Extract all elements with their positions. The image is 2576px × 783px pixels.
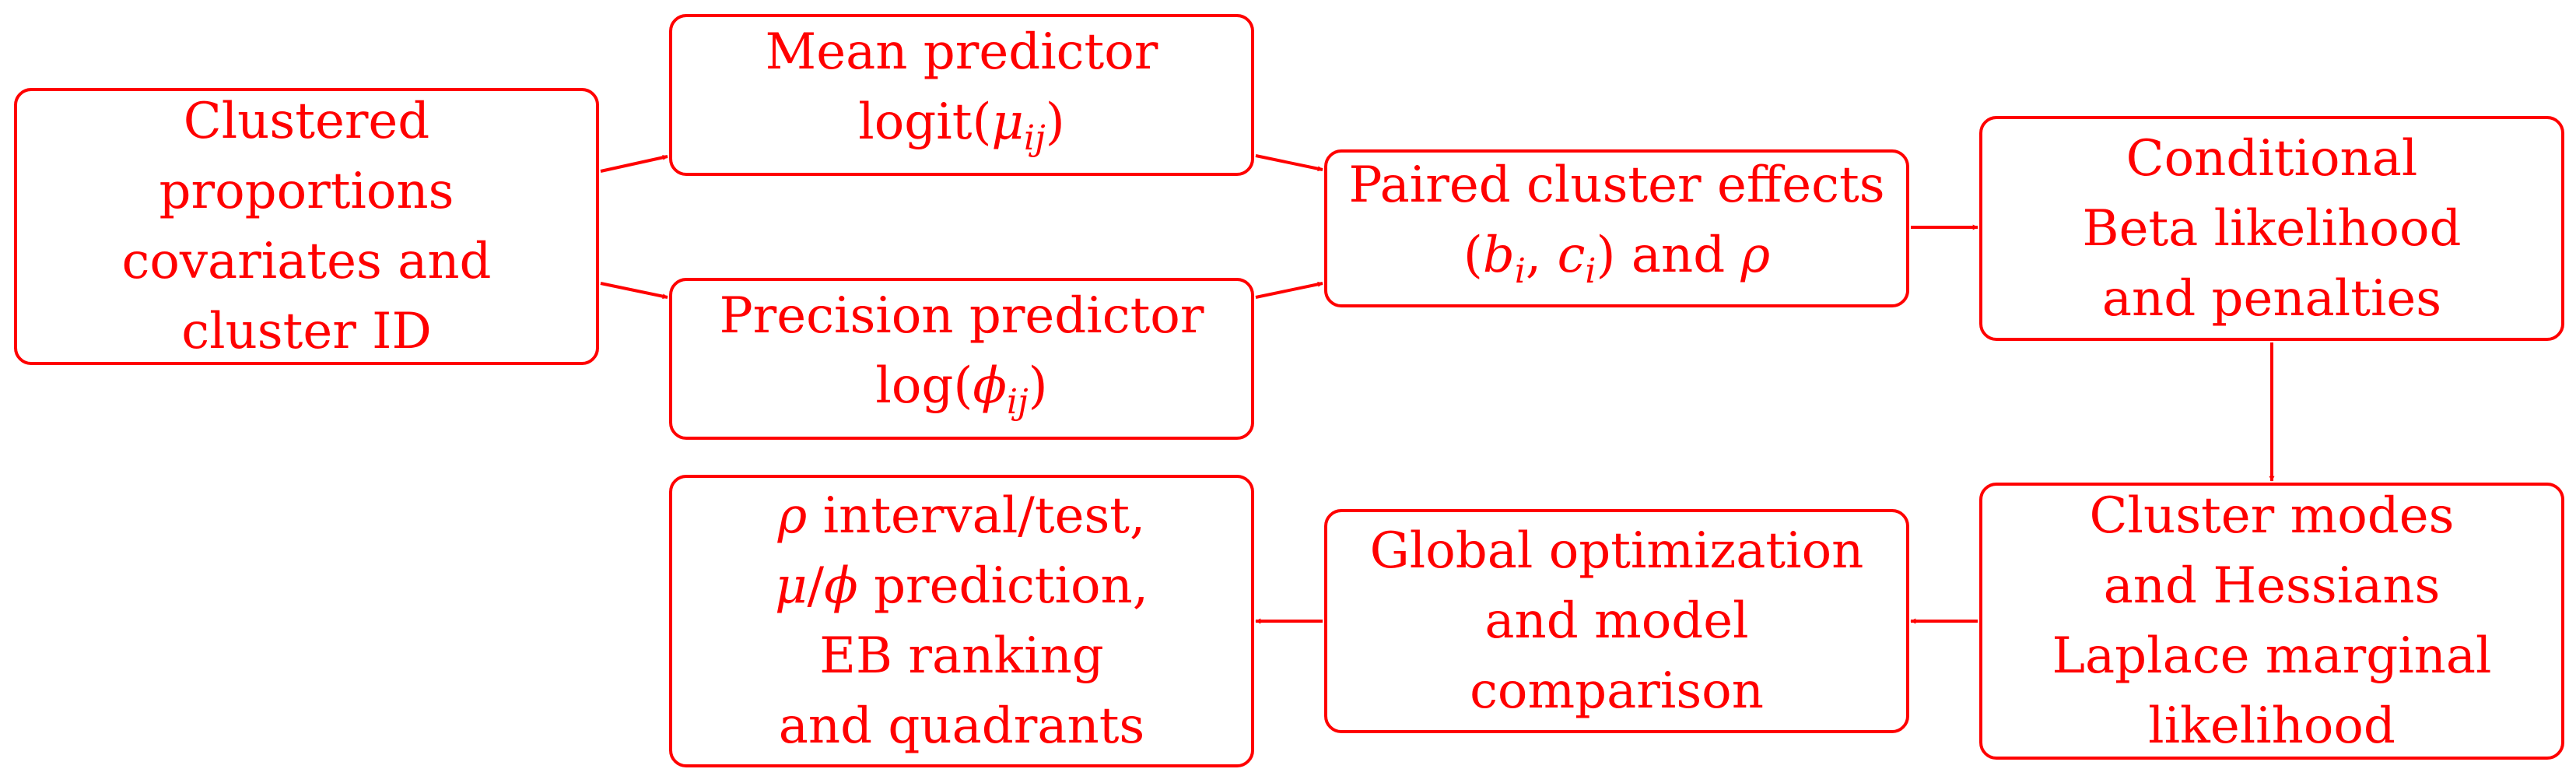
modes-line-2: and Hessians: [2103, 557, 2441, 615]
output-line-1: ρ interval/test,: [778, 481, 1146, 551]
log-function: log: [875, 356, 954, 415]
global-line-3: comparison: [1470, 662, 1764, 720]
output-line-2-text: prediction,: [857, 557, 1149, 615]
paired-effects-title: Paired cluster effects: [1348, 156, 1885, 214]
paired-effects-formula: (bi, ci) and ρ: [1463, 226, 1771, 291]
modes-line-3: Laplace marginal: [2052, 627, 2492, 685]
global-line-2: and model: [1484, 592, 1749, 650]
mean-predictor-formula: logit(μij): [858, 93, 1065, 158]
conditional-line-3: and penalties: [2101, 269, 2442, 328]
and-text: and: [1631, 226, 1726, 284]
input-line-1: Clustered: [183, 93, 430, 150]
modes-line-1: Cluster modes: [2089, 487, 2455, 545]
phi-subscript: ij: [1006, 381, 1029, 422]
output-line-3: EB ranking: [819, 627, 1104, 685]
output-line-1-text: interval/test,: [807, 487, 1146, 545]
modes-line-4: likelihood: [2148, 697, 2396, 755]
mu-subscript: ij: [1024, 118, 1046, 158]
rho-symbol: ρ: [1740, 226, 1771, 284]
input-line-3: covariates and: [121, 233, 492, 290]
output-node: ρ interval/test, μ/ϕ prediction, EB rank…: [669, 475, 1254, 767]
input-node: Clustered proportions covariates and clu…: [14, 88, 599, 365]
precision-predictor-node: Precision predictor log(ϕij): [669, 278, 1254, 440]
arrow-input-to-precision: [600, 282, 668, 300]
c-symbol: c: [1557, 226, 1586, 284]
conditional-likelihood-node: Conditional Beta likelihood and penaltie…: [1979, 116, 2564, 341]
output-line-4: and quadrants: [778, 697, 1145, 755]
input-line-4: cluster ID: [181, 303, 432, 360]
arrow-precision-to-paired: [1255, 281, 1323, 299]
phi-symbol: ϕ: [973, 356, 1007, 415]
precision-predictor-title: Precision predictor: [719, 286, 1204, 345]
mean-predictor-node: Mean predictor logit(μij): [669, 14, 1254, 176]
precision-predictor-formula: log(ϕij): [875, 356, 1048, 422]
input-line-2: proportions: [159, 163, 454, 220]
logit-function: logit: [858, 93, 973, 151]
global-optimization-node: Global optimization and model comparison: [1324, 509, 1909, 733]
b-symbol: b: [1482, 226, 1515, 284]
conditional-line-2: Beta likelihood: [2082, 199, 2462, 258]
b-subscript: i: [1514, 251, 1526, 291]
arrow-input-to-mean: [600, 154, 668, 173]
output-phi-symbol: ϕ: [824, 557, 858, 615]
c-subscript: i: [1585, 251, 1596, 291]
output-mu-symbol: μ: [774, 557, 808, 615]
mu-symbol: μ: [991, 93, 1025, 151]
cluster-modes-node: Cluster modes and Hessians Laplace margi…: [1979, 483, 2564, 760]
mean-predictor-title: Mean predictor: [765, 23, 1158, 81]
output-rho-symbol: ρ: [777, 487, 808, 545]
output-line-2: μ/ϕ prediction,: [775, 551, 1148, 621]
arrow-mean-to-paired: [1255, 154, 1323, 172]
output-slash: /: [807, 557, 825, 615]
paired-effects-node: Paired cluster effects (bi, ci) and ρ: [1324, 149, 1909, 307]
conditional-line-1: Conditional: [2126, 129, 2418, 188]
global-line-1: Global optimization: [1369, 522, 1864, 580]
